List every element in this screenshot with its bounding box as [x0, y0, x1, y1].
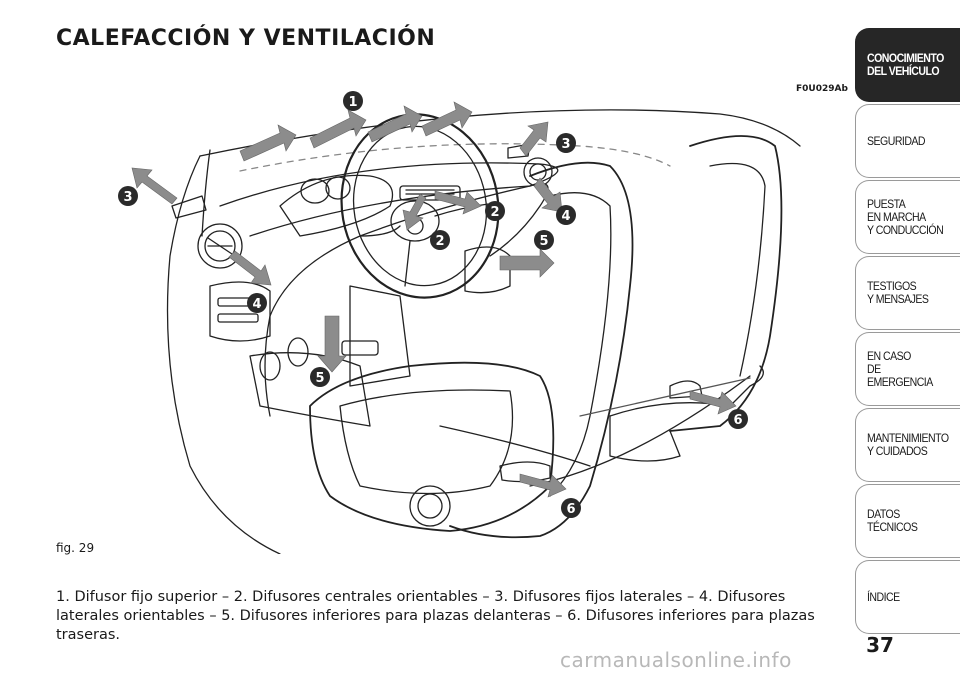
figure-code: F0U029Ab: [796, 84, 848, 94]
callout-3a: 3: [118, 186, 138, 206]
svg-text:6: 6: [566, 502, 575, 517]
callout-5a: 5: [534, 230, 554, 250]
svg-text:4: 4: [252, 297, 261, 312]
tab-label: CONOCIMIENTO DEL VEHÍCULO: [867, 51, 944, 78]
svg-text:4: 4: [561, 209, 570, 224]
svg-text:3: 3: [123, 190, 132, 205]
callout-2a: 2: [485, 201, 505, 221]
tab-puesta-en-marcha[interactable]: PUESTA EN MARCHA Y CONDUCCIÓN: [855, 180, 960, 254]
figure-label: fig. 29: [56, 541, 95, 555]
tab-label: ÍNDICE: [867, 589, 900, 604]
svg-text:6: 6: [733, 413, 742, 428]
callout-3b: 3: [556, 133, 576, 153]
tab-seguridad[interactable]: SEGURIDAD: [855, 104, 960, 178]
callout-2b: 2: [430, 230, 450, 250]
tab-testigos-y-mensajes[interactable]: TESTIGOS Y MENSAJES: [855, 256, 960, 330]
figure-caption: 1. Difusor fijo superior – 2. Difusores …: [56, 589, 815, 643]
svg-text:3: 3: [561, 137, 570, 152]
svg-text:1: 1: [348, 95, 357, 110]
tab-indice[interactable]: ÍNDICE: [855, 560, 960, 634]
callout-6b: 6: [561, 498, 581, 518]
svg-text:2: 2: [435, 234, 444, 249]
callout-1: 1: [343, 91, 363, 111]
car-interior-illustration: 1 2 2 3 3 4 4 5 5 6 6: [118, 91, 801, 554]
callout-4a: 4: [247, 293, 267, 313]
tab-en-caso-de-emergencia[interactable]: EN CASO DE EMERGENCIA: [855, 332, 960, 406]
callout-6a: 6: [728, 409, 748, 429]
watermark: carmanualsonline.info: [560, 648, 792, 672]
tab-label: DATOS TÉCNICOS: [867, 507, 918, 534]
tab-label: SEGURIDAD: [867, 133, 926, 148]
tab-label: EN CASO DE EMERGENCIA: [867, 348, 933, 389]
page-title: CALEFACCIÓN Y VENTILACIÓN: [56, 26, 436, 51]
tab-conocimiento-del-vehiculo[interactable]: CONOCIMIENTO DEL VEHÍCULO: [855, 28, 960, 102]
tab-mantenimiento-y-cuidados[interactable]: MANTENIMIENTO Y CUIDADOS: [855, 408, 960, 482]
svg-text:5: 5: [315, 371, 324, 386]
tab-datos-tecnicos[interactable]: DATOS TÉCNICOS: [855, 484, 960, 558]
tab-label: TESTIGOS Y MENSAJES: [867, 279, 929, 306]
callout-4b: 4: [556, 205, 576, 225]
chapter-tabs: CONOCIMIENTO DEL VEHÍCULO SEGURIDAD PUES…: [855, 28, 960, 636]
page-number: 37: [866, 633, 894, 657]
callout-5b: 5: [310, 367, 330, 387]
svg-text:5: 5: [539, 234, 548, 249]
svg-text:2: 2: [490, 205, 499, 220]
tab-label: MANTENIMIENTO Y CUIDADOS: [867, 431, 949, 458]
tab-label: PUESTA EN MARCHA Y CONDUCCIÓN: [867, 196, 944, 237]
